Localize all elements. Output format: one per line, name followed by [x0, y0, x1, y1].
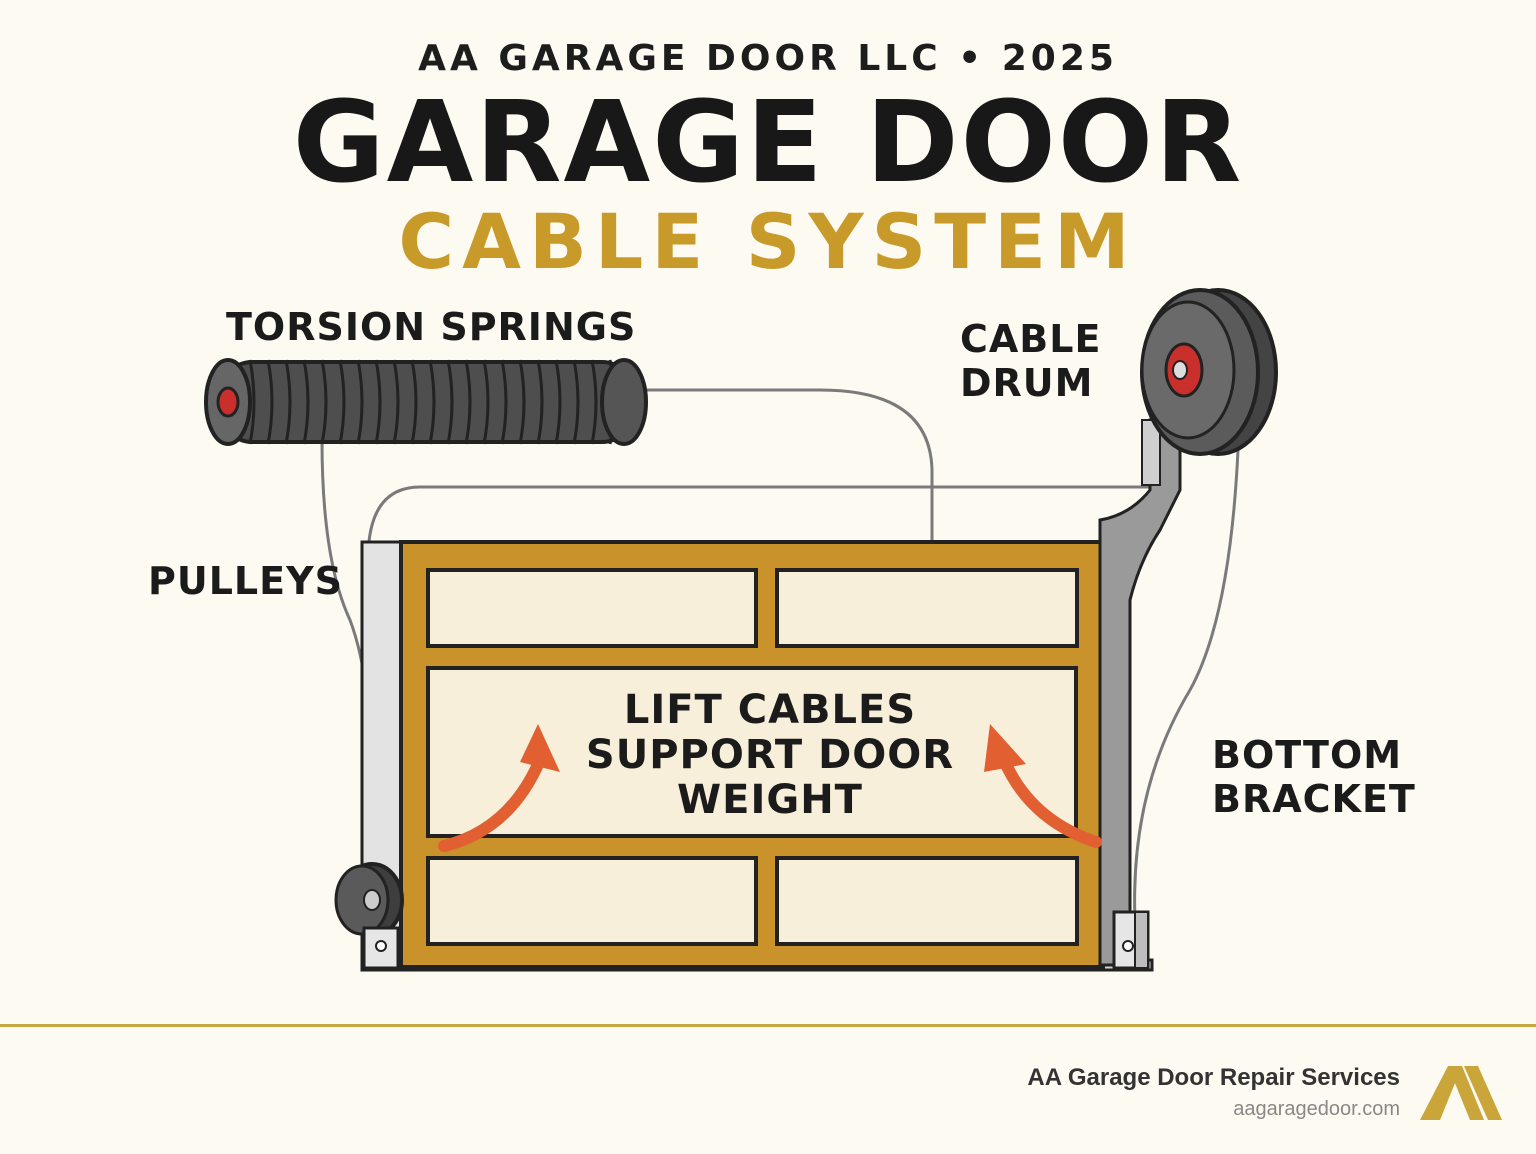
label-bottom-bracket: BOTTOM BRACKET: [1212, 733, 1416, 821]
door-panel: [426, 568, 758, 648]
company-logo-icon: [1420, 1066, 1502, 1120]
page-subtitle: CABLE SYSTEM: [398, 197, 1138, 286]
spring-to-door-cable: [640, 388, 934, 545]
footer-website: aagaragedoor.com: [1233, 1098, 1400, 1120]
door-panel: [775, 856, 1079, 946]
center-line2: SUPPORT DOOR: [585, 731, 955, 778]
right-drum-cable: [1133, 359, 1242, 921]
label-cable-drum: CABLE DRUM: [960, 317, 1102, 405]
label-pulleys: PULLEYS: [148, 559, 343, 603]
label-bottom-bracket-line1: BOTTOM: [1212, 733, 1403, 777]
garage-door: [399, 540, 1105, 969]
center-line1: LIFT CABLES: [623, 687, 917, 733]
label-bottom-bracket-line2: BRACKET: [1212, 776, 1416, 821]
right-track: [1098, 418, 1182, 967]
page-title: GARAGE DOOR: [292, 78, 1244, 208]
label-torsion-springs: TORSION SPRINGS: [226, 305, 637, 349]
lift-arrow-icon: [438, 754, 1102, 852]
footer-company: AA Garage Door Repair Services: [1027, 1064, 1400, 1091]
center-line3: WEIGHT: [677, 776, 863, 823]
lift-arrow-head: [520, 724, 1026, 772]
label-lift-cables: LIFT CABLES SUPPORT DOOR WEIGHT: [500, 688, 1040, 822]
label-cable-drum-line2: DRUM: [960, 360, 1094, 405]
label-cable-drum-line1: CABLE: [960, 317, 1102, 361]
door-panel: [426, 856, 758, 946]
footer-divider: [0, 1024, 1536, 1027]
door-panel: [775, 568, 1079, 648]
pulley-icon: [334, 862, 404, 970]
header-kicker: AA GARAGE DOOR LLC • 2025: [418, 38, 1118, 79]
torsion-spring-icon: [204, 358, 648, 446]
cable-drum-icon: [1140, 288, 1278, 456]
bottom-bracket-icon: [1112, 910, 1150, 970]
cable-system-diagram: [204, 288, 1278, 972]
